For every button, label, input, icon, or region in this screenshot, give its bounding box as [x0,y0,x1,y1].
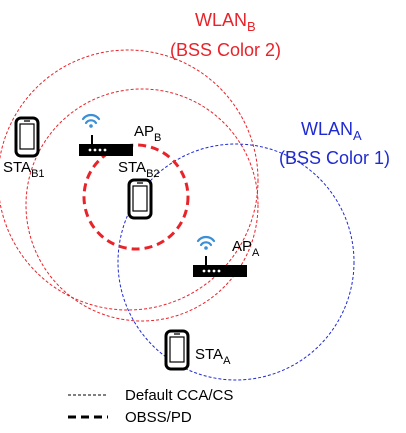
sta-b1-label: STAB1 [3,159,45,180]
ap-a-label: APA [232,238,260,259]
wlan-b-label: WLANB [195,10,256,34]
wlan-a-label: WLANA [301,119,362,143]
legend-obss-pd: OBSS/PD [125,409,192,426]
legend-default-cca-cs: Default CCA/CS [125,387,233,404]
legend: Default CCA/CS OBSS/PD [68,387,233,426]
sta-b2-label: STAB2 [118,159,160,180]
sta-b1-smartphone-icon [14,116,40,158]
ap-b-label: APB [134,123,161,144]
wlan-a-cca-range [117,143,355,381]
wlan-a-bss-color: (BSS Color 1) [279,148,390,168]
sta-a-label: STAA [195,346,231,367]
wlan-b-cca-range-ap [0,49,259,311]
ap-a-wifi-icon [196,235,216,251]
wlan-b-bss-color: (BSS Color 2) [170,40,281,60]
ap-b-wifi-icon [81,113,101,129]
wlan-b-cca-range-sta [25,88,259,322]
ap-b-router-icon [78,134,134,157]
obss-pd-range [82,143,190,251]
sta-b2-smartphone-icon [127,178,153,220]
ap-a-router-icon [192,255,248,278]
sta-a-smartphone-icon [164,329,190,371]
